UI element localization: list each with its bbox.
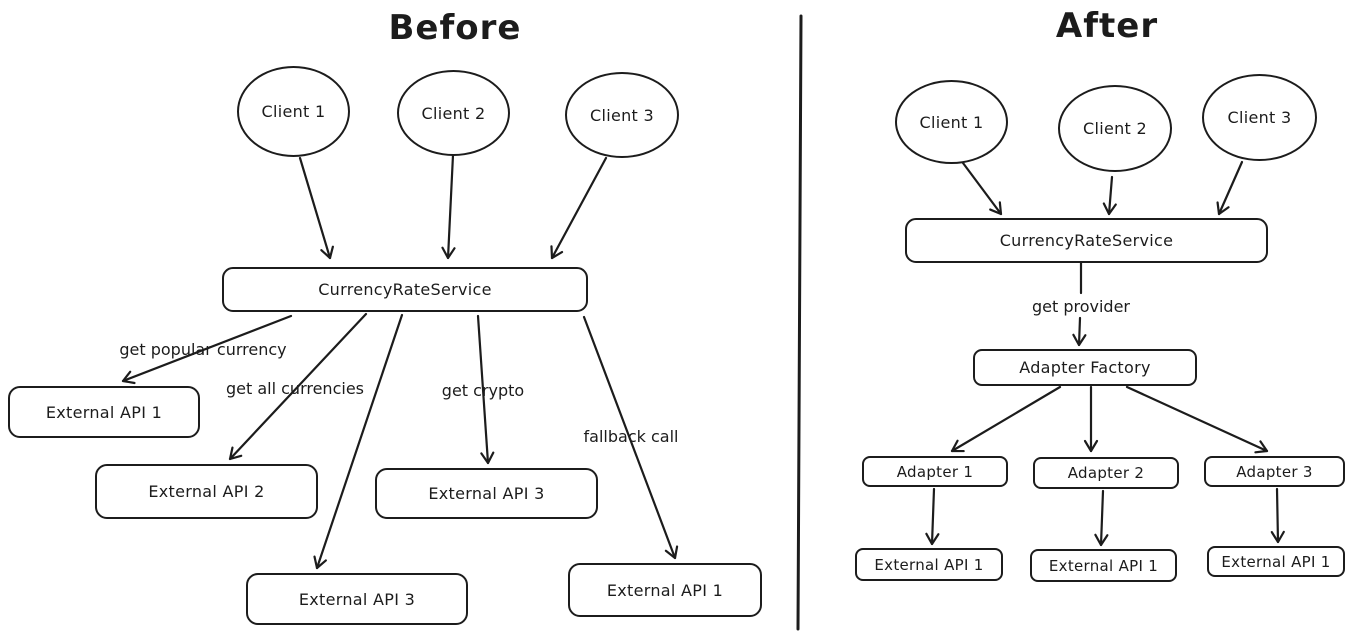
edge-before-service-api2 — [228, 312, 368, 461]
after-adapter2-node: Adapter 2 — [1033, 457, 1179, 489]
after-client3-node: Client 3 — [1202, 74, 1317, 161]
edge-before-service-api3-right — [476, 314, 495, 465]
divider-line — [796, 14, 803, 631]
after-client1-node: Client 1 — [895, 80, 1008, 164]
before-currency-rate-service-node: CurrencyRateService — [222, 267, 588, 312]
after-adapter3-node: Adapter 3 — [1204, 456, 1345, 487]
before-label-fallback-call: fallback call — [583, 427, 679, 446]
edge-before-service-api1 — [121, 314, 293, 385]
edge-after-client2-service — [1102, 175, 1117, 216]
after-adapter-factory-node: Adapter Factory — [973, 349, 1197, 386]
before-label-get-crypto: get crypto — [441, 381, 525, 400]
edge-before-service-api3-bottom — [313, 313, 404, 570]
before-title: Before — [388, 8, 522, 48]
before-external-api3-right-node: External API 3 — [375, 468, 598, 519]
edge-after-client3-service — [1216, 160, 1244, 216]
edge-after-client1-service — [961, 161, 1003, 216]
after-title: After — [1055, 6, 1159, 46]
before-label-get-popular-currency: get popular currency — [119, 340, 287, 359]
after-label-get-provider: get provider — [1031, 297, 1131, 316]
edge-before-client1-service — [298, 156, 334, 260]
edge-after-adapter1-api — [925, 487, 940, 546]
after-external-api1-node-3: External API 1 — [1207, 546, 1345, 577]
before-external-api3-bottom-node: External API 3 — [246, 573, 468, 625]
before-client1-node: Client 1 — [237, 66, 350, 157]
after-adapter1-node: Adapter 1 — [862, 456, 1008, 487]
after-client2-node: Client 2 — [1058, 85, 1172, 172]
after-external-api1-node-2: External API 1 — [1030, 549, 1177, 582]
before-label-get-all-currencies: get all currencies — [225, 379, 364, 398]
before-external-api2-node: External API 2 — [95, 464, 318, 519]
before-external-api1-fallback-node: External API 1 — [568, 563, 762, 617]
before-external-api1-node: External API 1 — [8, 386, 200, 438]
after-currency-rate-service-node: CurrencyRateService — [905, 218, 1268, 263]
edge-before-client2-service — [441, 153, 456, 260]
edge-after-adapter2-api — [1094, 489, 1109, 547]
edge-after-factory-adapter3 — [1125, 385, 1269, 454]
edge-after-factory-adapter1 — [950, 385, 1062, 453]
edge-before-client3-service — [550, 156, 608, 260]
edge-after-adapter3-api — [1270, 487, 1285, 544]
after-external-api1-node-1: External API 1 — [855, 548, 1003, 581]
before-client3-node: Client 3 — [565, 72, 679, 158]
edge-after-provider-factory — [1072, 316, 1087, 347]
edge-before-service-api1-fallback — [582, 315, 679, 560]
before-client2-node: Client 2 — [397, 70, 510, 156]
